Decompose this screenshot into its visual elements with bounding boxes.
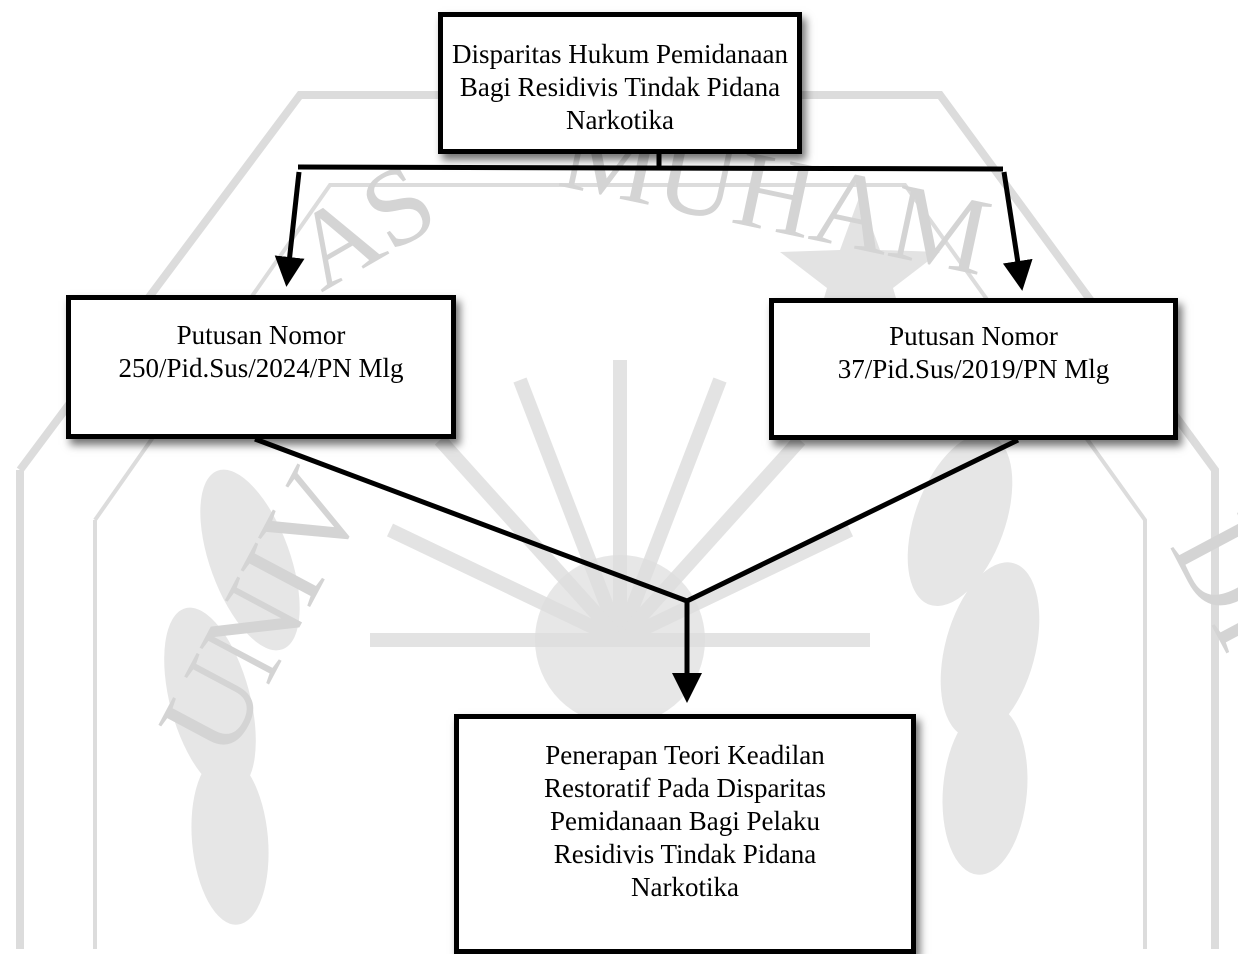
left-box-line-2: 250/Pid.Sus/2024/PN Mlg xyxy=(118,353,404,383)
arrow-to-left-box xyxy=(274,171,305,287)
top-box-line-3: Narkotika xyxy=(566,105,674,135)
top-box-disparitas: Disparitas Hukum Pemidanaan Bagi Residiv… xyxy=(438,12,802,154)
right-box-putusan-37: Putusan Nomor 37/Pid.Sus/2019/PN Mlg xyxy=(769,298,1178,440)
left-box-line-1: Putusan Nomor xyxy=(176,320,346,350)
top-box-line-1: Disparitas Hukum Pemidanaan xyxy=(452,39,788,69)
connector-right-to-merge xyxy=(685,437,1020,604)
bottom-box-line-3: Pemidanaan Bagi Pelaku xyxy=(550,806,820,836)
bottom-box-line-4: Residivis Tindak Pidana xyxy=(553,839,817,869)
star-watermark xyxy=(780,195,940,345)
bottom-box-line-2: Restoratif Pada Disparitas xyxy=(544,773,826,803)
seal-center-circle xyxy=(535,555,705,725)
connector-left-to-merge xyxy=(254,436,688,604)
right-box-line-2: 37/Pid.Sus/2019/PN Mlg xyxy=(837,354,1110,384)
wreath-leaves xyxy=(164,434,1040,925)
bottom-box-line-1: Penerapan Teori Keadilan xyxy=(545,740,825,770)
bottom-box-penerapan-teori: Penerapan Teori Keadilan Restoratif Pada… xyxy=(454,714,916,954)
right-box-line-1: Putusan Nomor xyxy=(889,321,1058,351)
seal-outline xyxy=(16,91,1219,949)
top-box-line-2: Bagi Residivis Tindak Pidana xyxy=(459,72,781,102)
bottom-box-line-5: Narkotika xyxy=(631,872,739,902)
arrow-to-right-box xyxy=(1001,171,1033,291)
connector-horizontal-bus xyxy=(297,164,1004,172)
left-box-putusan-250: Putusan Nomor 250/Pid.Sus/2024/PN Mlg xyxy=(66,295,456,439)
